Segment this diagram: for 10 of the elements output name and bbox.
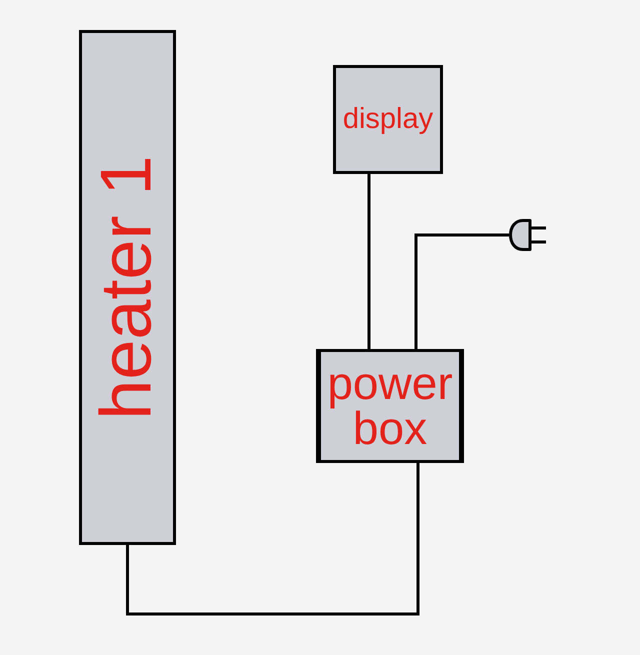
heater-box	[79, 30, 176, 545]
plug-icon	[509, 219, 547, 251]
display-box	[333, 65, 443, 174]
power-box	[316, 349, 464, 463]
wire	[368, 174, 370, 349]
wire	[126, 463, 420, 616]
box-label: heater 1	[88, 155, 168, 420]
wire	[414, 234, 509, 349]
box-label: display	[342, 104, 434, 136]
box-label: power box	[326, 360, 454, 452]
